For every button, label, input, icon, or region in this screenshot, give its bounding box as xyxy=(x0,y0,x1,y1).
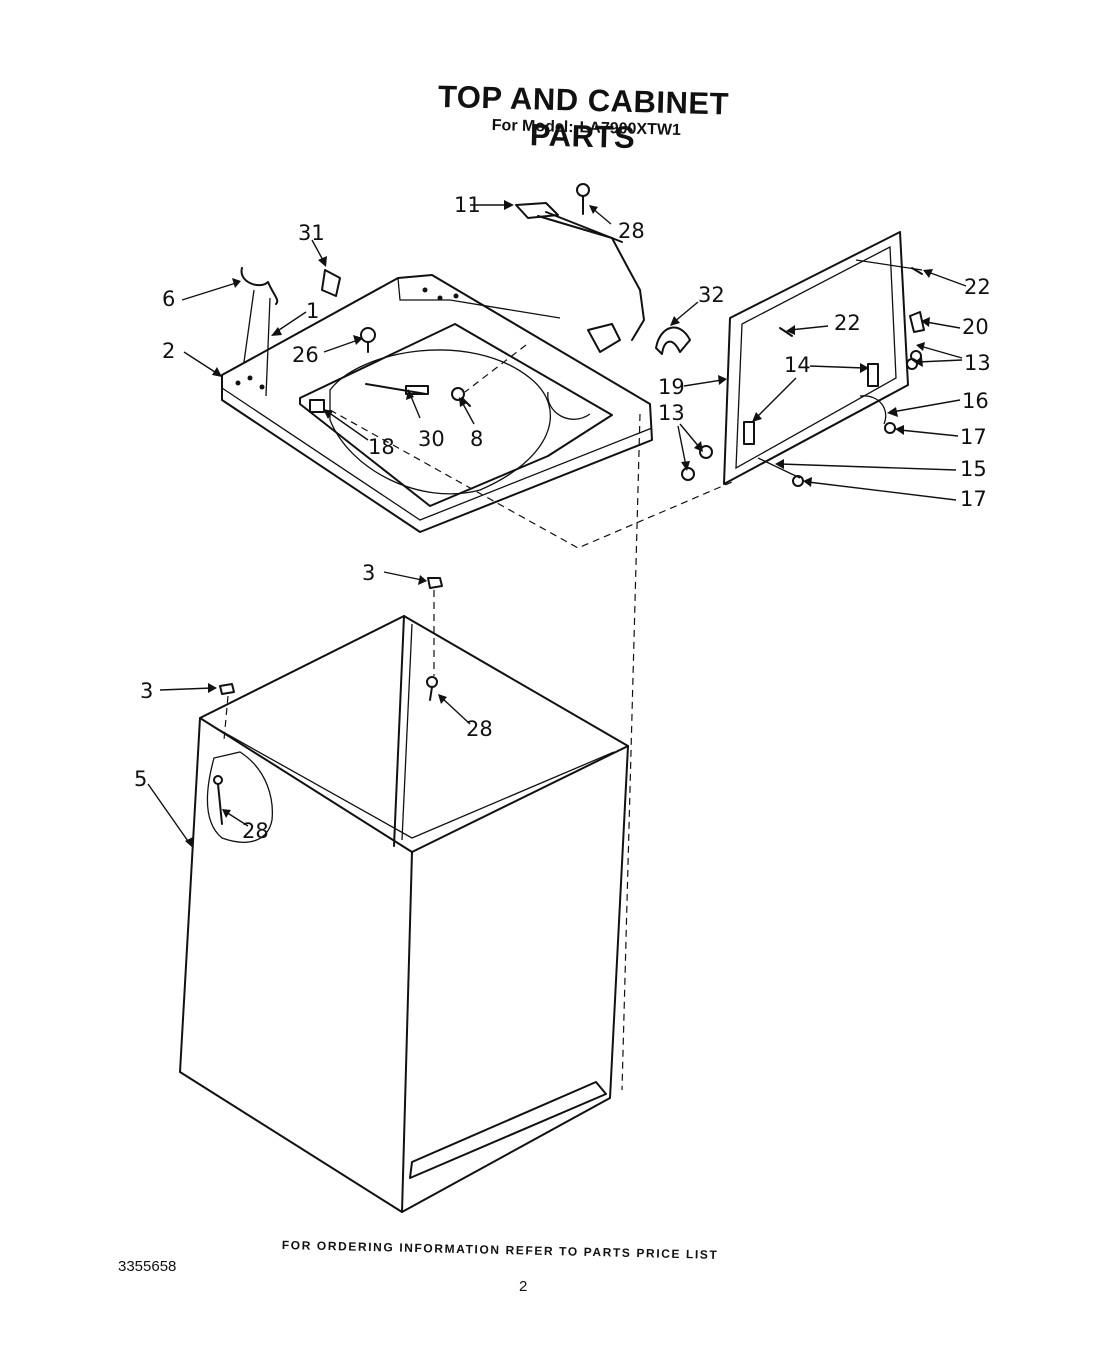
page-number: 2 xyxy=(519,1278,528,1295)
callout-14: 14 xyxy=(784,353,811,377)
clip-3-upper xyxy=(426,577,443,701)
document-number: 3355658 xyxy=(118,1258,177,1275)
clip-3-lower xyxy=(219,683,235,741)
callout-18: 18 xyxy=(368,435,395,459)
callout-20: 20 xyxy=(962,315,989,339)
callout-22: 22 xyxy=(964,275,991,299)
callout-22: 22 xyxy=(834,311,861,335)
callout-13: 13 xyxy=(658,401,685,425)
hinge-bracket xyxy=(240,267,279,397)
callout-28: 28 xyxy=(242,819,269,843)
callout-16: 16 xyxy=(962,389,989,413)
callout-17: 17 xyxy=(960,487,987,511)
washer-lid xyxy=(681,231,925,487)
callout-17: 17 xyxy=(960,425,987,449)
bumper-26 xyxy=(360,327,376,353)
screw-30 xyxy=(365,383,429,395)
callout-1: 1 xyxy=(306,299,319,323)
callout-8: 8 xyxy=(470,427,483,451)
callout-30: 30 xyxy=(418,427,445,451)
washer-cabinet xyxy=(179,615,629,1213)
screw-8 xyxy=(451,387,471,407)
callout-28: 28 xyxy=(466,717,493,741)
projection-line xyxy=(621,413,641,1091)
callout-19: 19 xyxy=(658,375,685,399)
callout-11: 11 xyxy=(454,193,481,217)
callout-5: 5 xyxy=(134,767,147,791)
callout-26: 26 xyxy=(292,343,319,367)
callout-labels: 11 28 31 6 1 2 26 32 19 22 22 20 13 14 1… xyxy=(134,193,991,843)
projection-line xyxy=(464,344,527,393)
lid-switch-assembly xyxy=(515,183,645,353)
clip-32 xyxy=(655,326,691,355)
callout-31: 31 xyxy=(298,221,325,245)
callout-6: 6 xyxy=(162,287,175,311)
callout-32: 32 xyxy=(698,283,725,307)
projection-line xyxy=(329,409,733,549)
callout-2: 2 xyxy=(162,339,175,363)
leader-lines xyxy=(147,200,967,848)
washer-top-panel xyxy=(221,274,653,533)
callout-3: 3 xyxy=(362,561,375,585)
callout-28: 28 xyxy=(618,219,645,243)
callout-3: 3 xyxy=(140,679,153,703)
callout-13: 13 xyxy=(964,351,991,375)
clip-31 xyxy=(321,269,341,297)
callout-15: 15 xyxy=(960,457,987,481)
